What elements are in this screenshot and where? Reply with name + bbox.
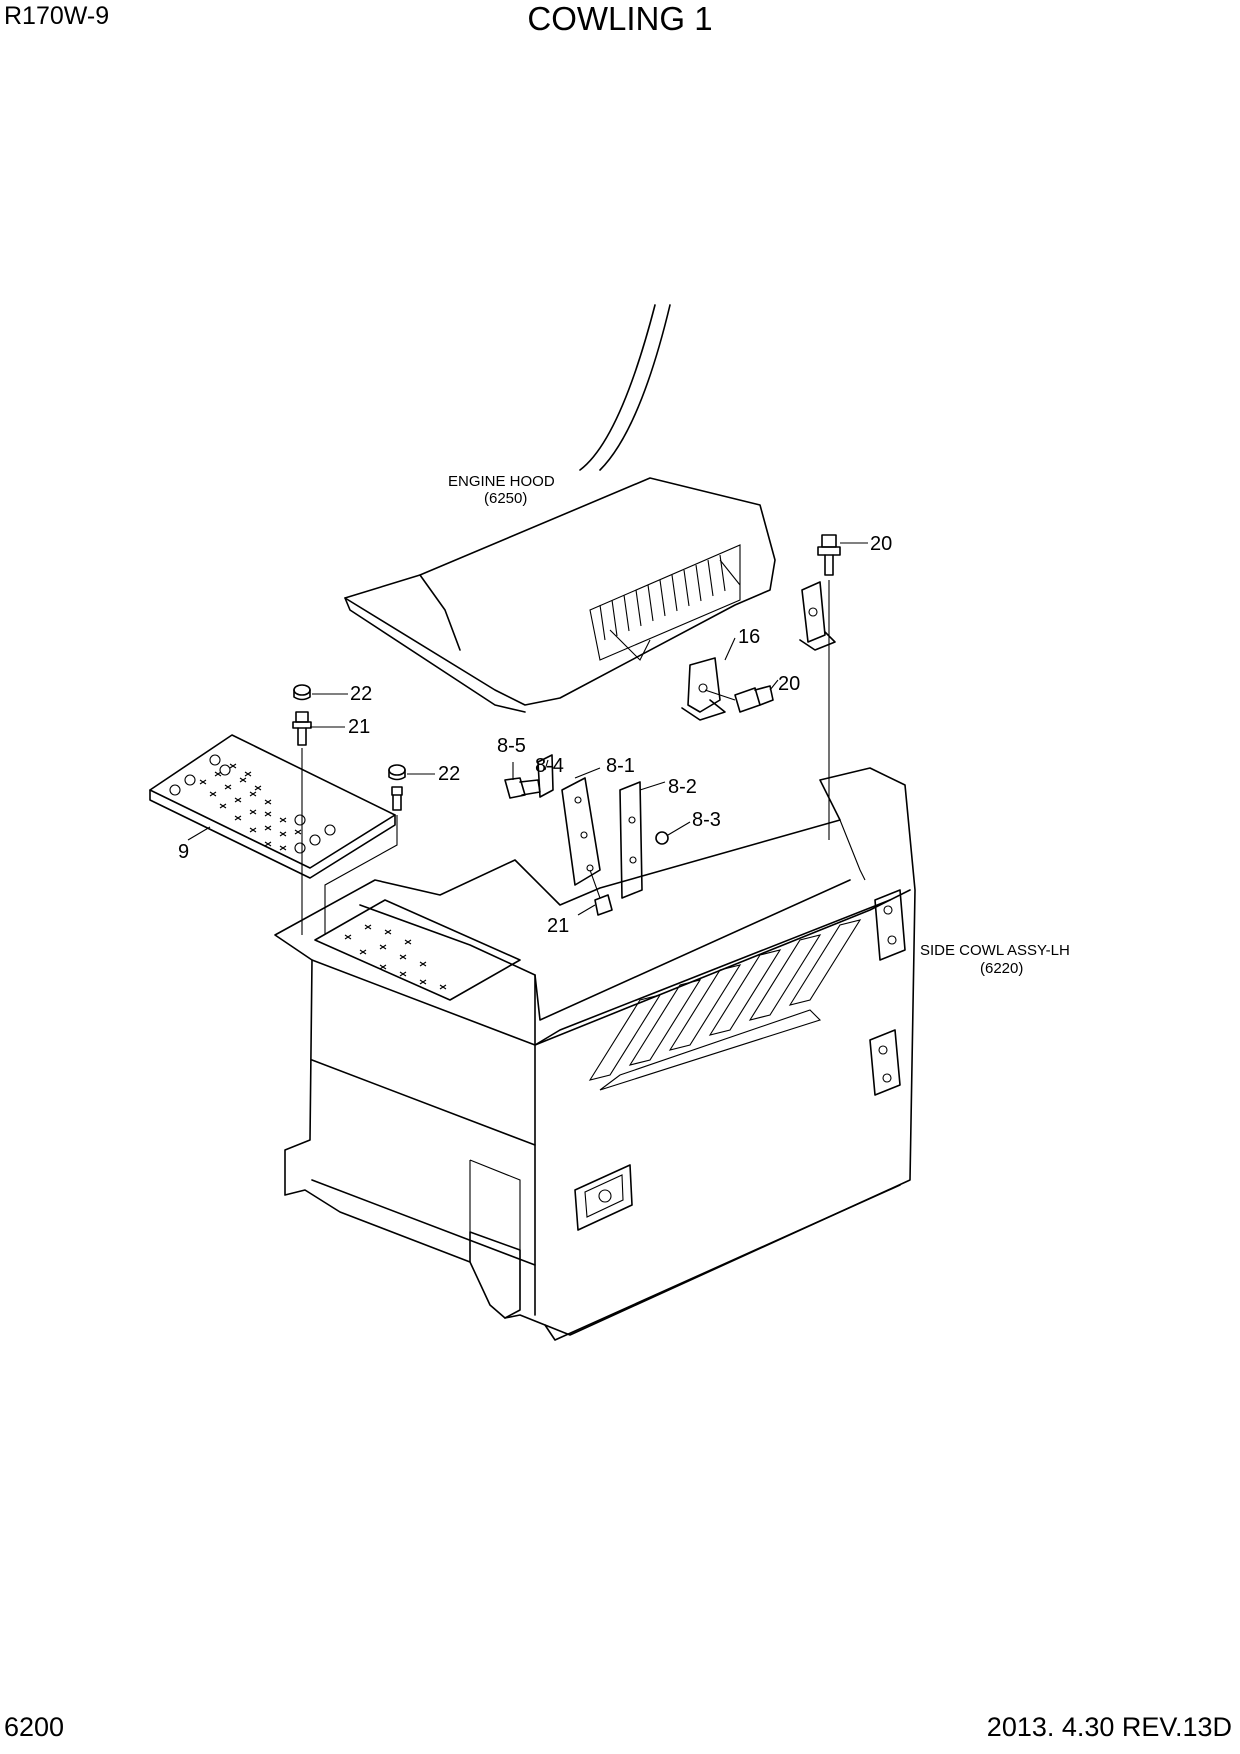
callout-20-mid: 20: [778, 673, 800, 695]
page-number: 6200: [4, 1712, 65, 1742]
leader-lines: [187, 542, 868, 916]
step-plate-9: [149, 734, 396, 879]
engine-hood: [344, 304, 776, 713]
bracket-assembly-8: [504, 754, 669, 916]
callout-22-mid: 22: [438, 763, 460, 785]
plate-tread-pattern: [199, 763, 302, 851]
bolt-20-top: [817, 534, 841, 840]
note-side-cowl: SIDE COWL ASSY-LH: [920, 942, 1070, 959]
callout-20-top: 20: [870, 533, 892, 555]
note-side-cowl-ref: (6220): [980, 960, 1023, 977]
callout-21-left: 21: [348, 716, 370, 738]
cowl-box: [274, 767, 916, 1341]
callout-16: 16: [738, 626, 760, 648]
revision-date: 2013. 4.30 REV.13D: [986, 1712, 1232, 1742]
door-lock-handle: [574, 1164, 633, 1231]
hood-latch-right: [799, 581, 836, 651]
callout-8-1: 8-1: [606, 755, 635, 777]
model-number: R170W-9: [4, 2, 110, 30]
callout-21-bottom: 21: [547, 915, 569, 937]
note-engine-hood-ref: (6250): [484, 490, 527, 507]
plate-holes: [169, 754, 336, 854]
hood-latch-16: [681, 657, 726, 721]
top-step-tread: [314, 899, 521, 1001]
callout-8-5: 8-5: [497, 735, 526, 757]
nut-22-mid: [324, 764, 406, 935]
bolt-20-mid: [704, 685, 774, 713]
page-title: COWLING 1: [527, 0, 713, 37]
side-hinges: [869, 889, 906, 1096]
callout-9: 9: [178, 841, 189, 863]
grille-slots: [588, 919, 862, 1091]
callout-8-3: 8-3: [692, 809, 721, 831]
bolt-21-left: [292, 711, 312, 935]
callout-22-left: 22: [350, 683, 372, 705]
nut-22-left: [293, 684, 311, 701]
note-engine-hood: ENGINE HOOD: [448, 473, 555, 490]
callout-8-2: 8-2: [668, 776, 697, 798]
callout-8-4: 8-4: [535, 755, 564, 777]
